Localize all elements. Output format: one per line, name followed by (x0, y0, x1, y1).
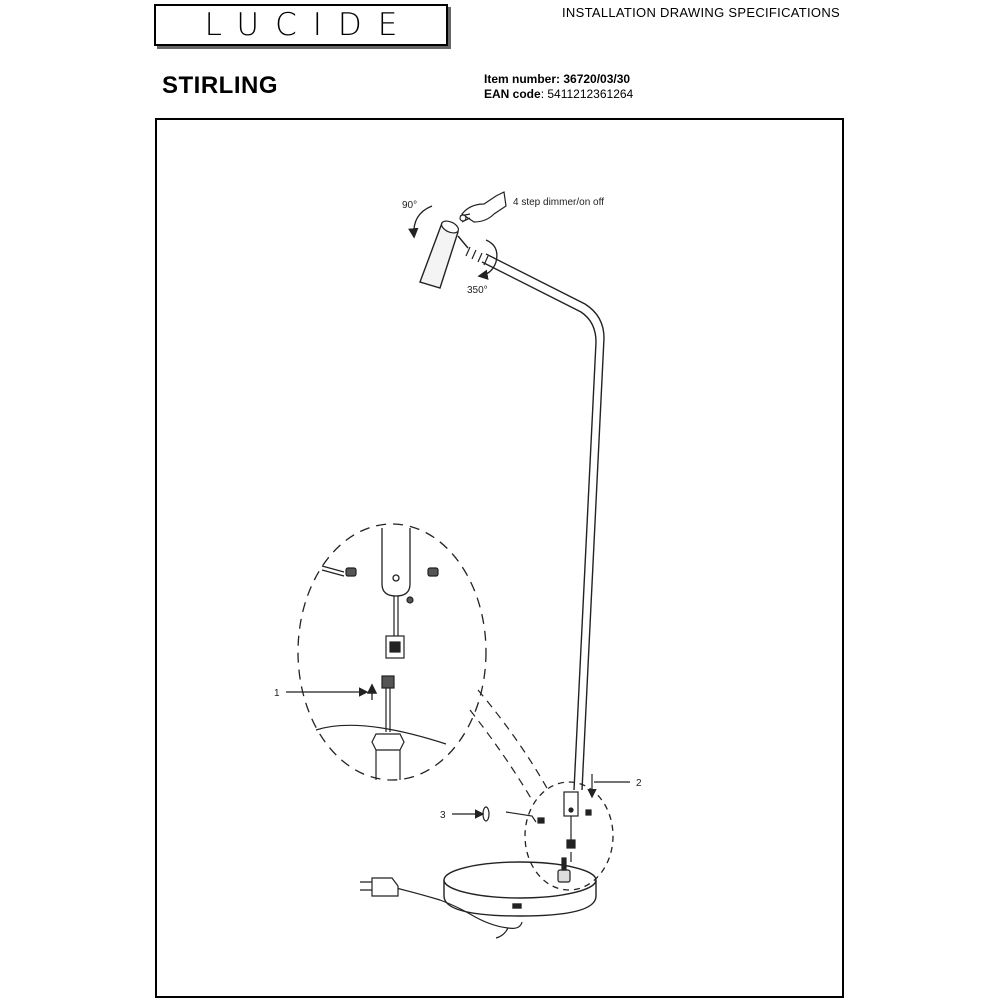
power-cable (395, 887, 523, 939)
callout-3-label: 3 (440, 810, 446, 821)
zoom-circle-base (524, 781, 614, 891)
ean-code-value: : 5411212361264 (540, 87, 634, 101)
swivel-joint (465, 246, 489, 266)
brand-logo-text: LUCIDE (204, 7, 414, 43)
ean-code-row: EAN code: 5411212361264 (484, 87, 633, 102)
lamp-head (419, 220, 469, 289)
lamp-arm (481, 253, 605, 791)
drawing-frame (155, 118, 844, 998)
tilt-arrow (408, 205, 433, 239)
item-number-row: Item number: 36720/03/30 (484, 72, 633, 87)
lamp-base (443, 861, 597, 917)
detail-tube (381, 528, 411, 597)
detail-wire-connector (385, 596, 405, 659)
callout-1-label: 1 (274, 688, 280, 699)
callout-2-label: 2 (636, 778, 642, 789)
tube-bottom (563, 791, 579, 862)
detail-base-stem (315, 675, 447, 780)
item-number-value: : 36720/03/30 (556, 72, 631, 86)
product-meta: Item number: 36720/03/30 EAN code: 54112… (484, 72, 633, 102)
brand-logo: LUCIDE (154, 4, 448, 46)
rotate-angle-label: 350° (467, 285, 488, 296)
tilt-angle-label: 90° (402, 200, 417, 211)
zoom-connector-lines (469, 689, 549, 801)
detail-screw-set (321, 565, 439, 604)
hand-icon (459, 191, 507, 223)
dimmer-note: 4 step dimmer/on off (513, 197, 604, 208)
item-number-label: Item number (484, 72, 557, 86)
ean-code-label: EAN code (484, 87, 541, 101)
product-name: STIRLING (162, 72, 278, 99)
plug-adapter-icon (360, 877, 399, 897)
base-socket (557, 857, 571, 883)
zoom-circle-detail (297, 523, 487, 781)
rotate-arrow (477, 239, 498, 280)
screw-parts (482, 806, 592, 824)
document-title: INSTALLATION DRAWING SPECIFICATIONS (562, 5, 840, 20)
